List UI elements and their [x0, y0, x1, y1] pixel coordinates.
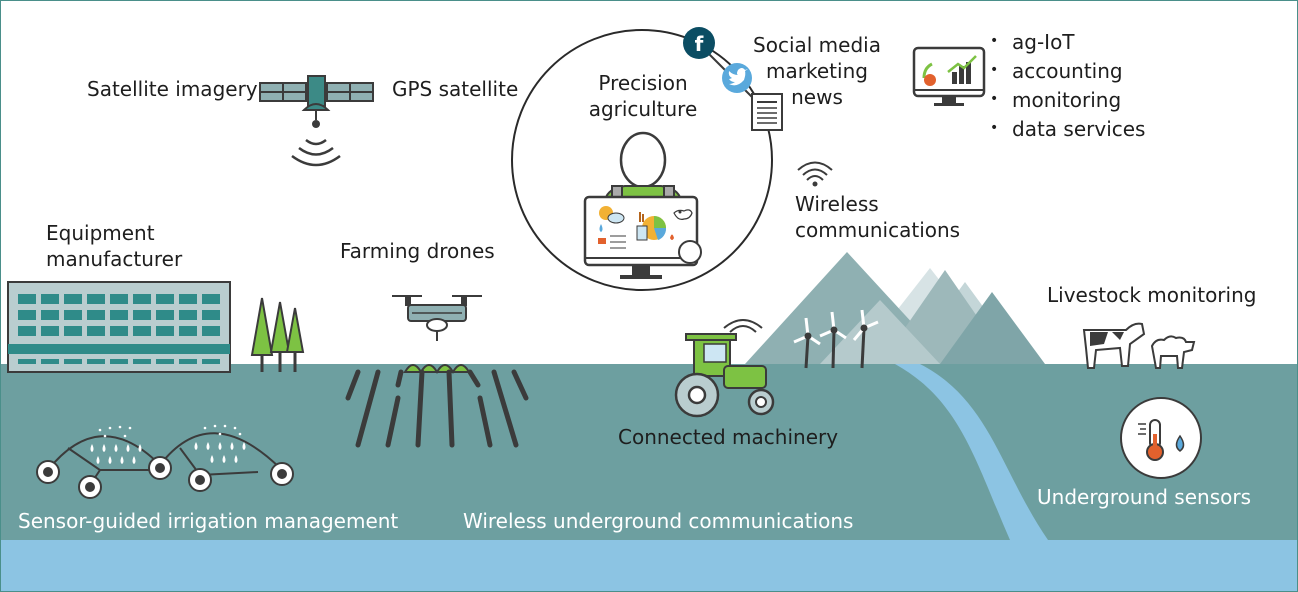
services-item: monitoring [988, 85, 1145, 115]
label-wireless-underground: Wireless underground communications [463, 509, 854, 533]
news-icon [751, 93, 783, 131]
label-satellite-imagery: Satellite imagery [87, 77, 258, 101]
label-social-media-line1: Social media [753, 33, 881, 57]
tree-icon [250, 297, 305, 372]
label-wireless-communications-line1: Wireless [795, 192, 879, 216]
analytics-monitor-icon [912, 46, 986, 106]
wind-turbine-icon [793, 309, 879, 369]
cow-icon [1082, 322, 1146, 369]
water-band [1, 538, 1297, 591]
factory-icon [7, 281, 231, 373]
label-irrigation-management: Sensor-guided irrigation management [18, 509, 399, 533]
label-social-media-line2: marketing [766, 59, 868, 83]
field-furrows [345, 369, 529, 448]
monitor-icon [583, 195, 702, 279]
svg-text:f: f [695, 32, 704, 56]
label-gps-satellite: GPS satellite [392, 77, 519, 101]
irrigation-pivot-icon [36, 432, 294, 499]
satellite-icon [259, 75, 374, 167]
label-connected-machinery: Connected machinery [618, 425, 839, 449]
label-social-media: Social media marketing news [750, 32, 884, 110]
tractor-icon [674, 319, 775, 418]
services-list: ag-IoT accounting monitoring data servic… [988, 27, 1145, 144]
label-precision-agriculture-line2: agriculture [588, 97, 698, 121]
crop-canopy [403, 364, 471, 375]
services-item: ag-IoT [988, 27, 1145, 57]
twitter-icon [722, 63, 752, 93]
thermometer-icon [1120, 397, 1202, 479]
label-underground-sensors: Underground sensors [1037, 485, 1252, 509]
sheep-icon [1150, 335, 1196, 369]
ground-band [1, 364, 1297, 540]
label-wireless-communications-line2: communications [795, 218, 961, 242]
services-item: accounting [988, 56, 1145, 86]
label-equipment-manufacturer: Equipment manufacturer [46, 220, 182, 272]
farmer-icon [603, 131, 683, 203]
label-precision-agriculture-line1: Precision [598, 71, 688, 95]
label-social-media-line3: news [791, 85, 843, 109]
water-drop-icon [1175, 434, 1185, 452]
drone-icon [392, 295, 482, 341]
precision-agriculture-circle [511, 29, 773, 291]
river [895, 364, 1048, 540]
irrigation-droplets [90, 424, 246, 464]
label-precision-agriculture: Precision agriculture [586, 70, 700, 122]
label-livestock-monitoring: Livestock monitoring [1047, 283, 1257, 307]
label-farming-drones: Farming drones [340, 239, 495, 263]
mountains [745, 252, 1045, 364]
wifi-icon [797, 161, 833, 187]
label-wireless-communications: Wireless communications [795, 191, 960, 243]
label-equipment-manufacturer-line2: manufacturer [46, 247, 183, 271]
label-equipment-manufacturer-line1: Equipment [46, 221, 155, 245]
facebook-icon: f [683, 27, 715, 59]
services-item: data services [988, 114, 1145, 144]
